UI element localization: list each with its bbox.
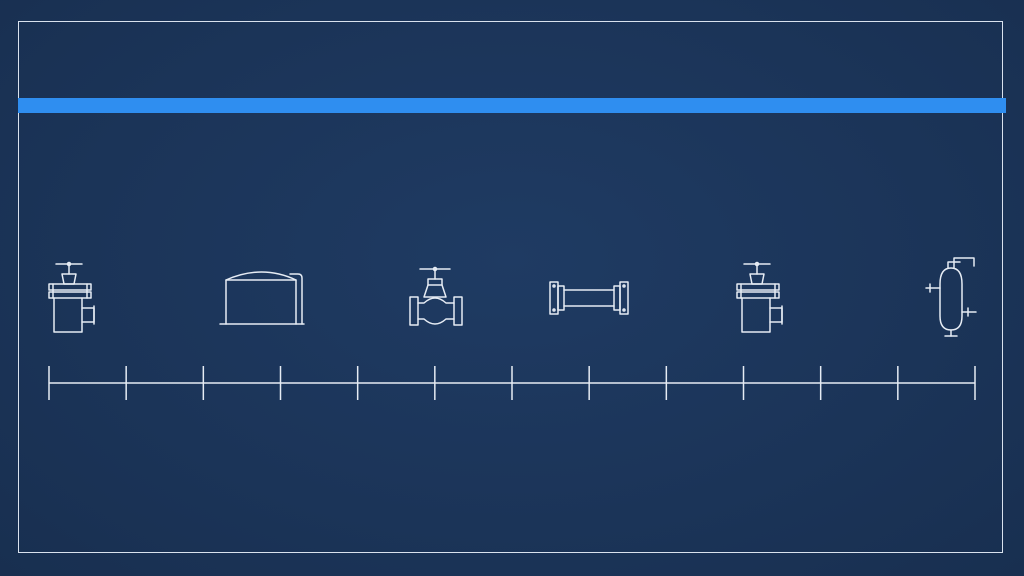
strainer-valve-icon [736,261,783,333]
flanged-pipe-icon [549,281,629,315]
globe-valve-icon [409,266,463,326]
border-frame [18,21,1003,553]
storage-tank-icon [219,271,305,325]
accent-bar [18,98,1006,113]
separator-vessel-icon [925,257,977,337]
strainer-valve-icon [48,261,95,333]
